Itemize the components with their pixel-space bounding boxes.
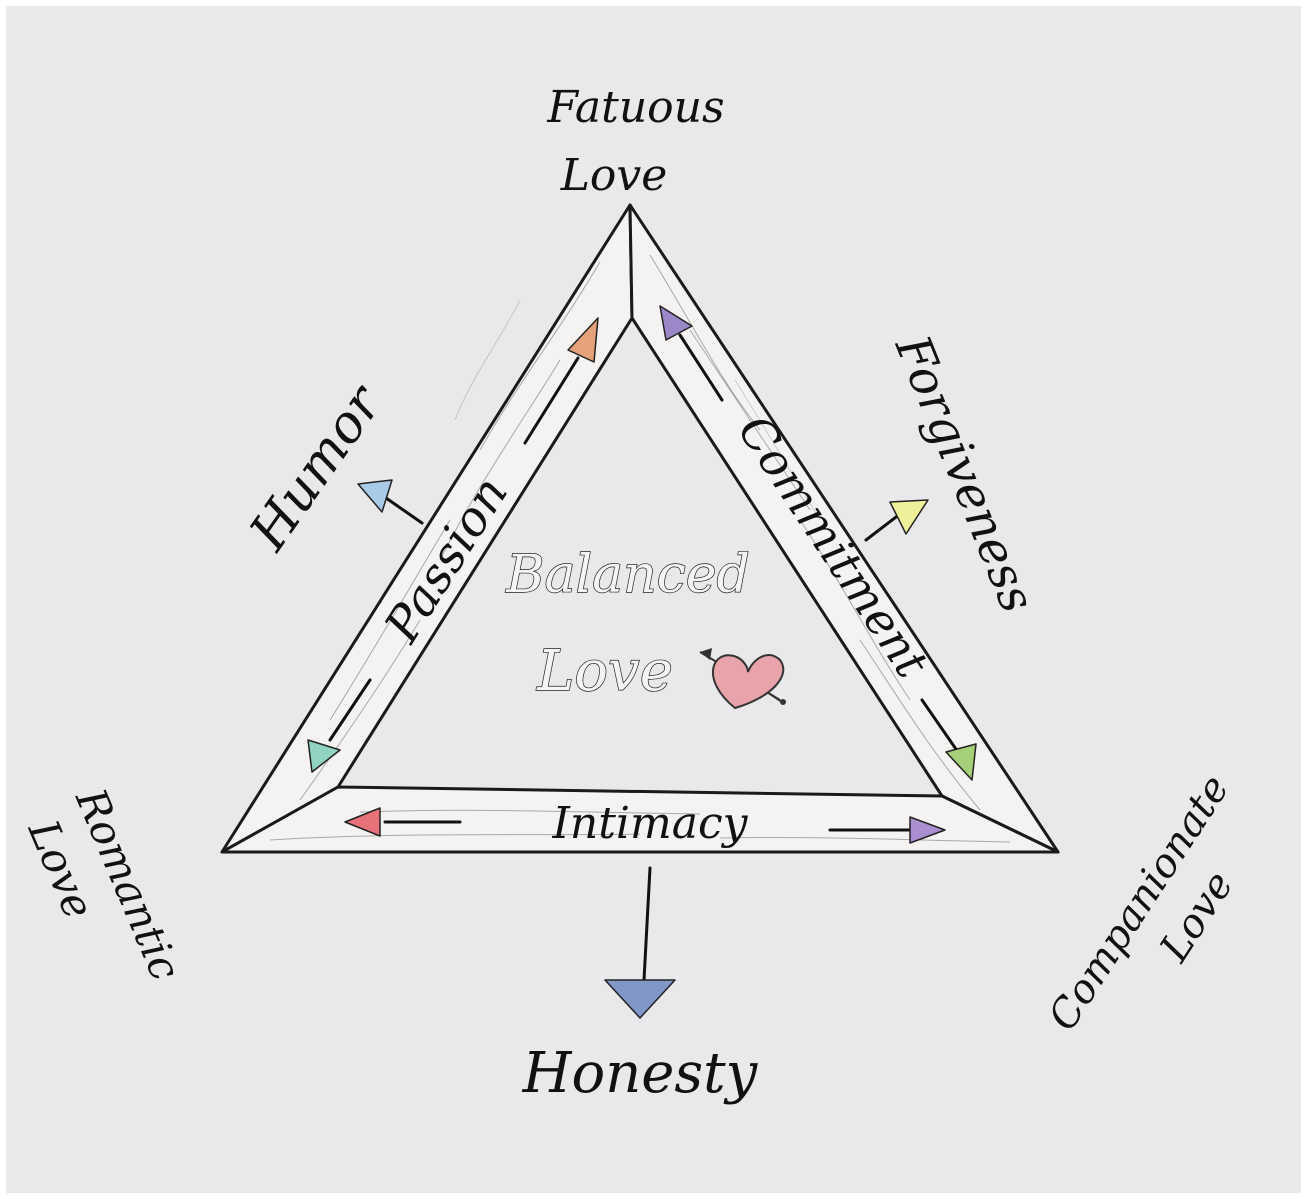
balanced-label: Balanced: [505, 545, 750, 605]
fatuous-love-label: Love: [560, 150, 668, 201]
love-center-label: Love: [536, 639, 673, 704]
honesty-label: Honesty: [522, 1041, 759, 1106]
fatuous-label: Fatuous: [546, 82, 724, 133]
intimacy-label: Intimacy: [552, 798, 749, 849]
